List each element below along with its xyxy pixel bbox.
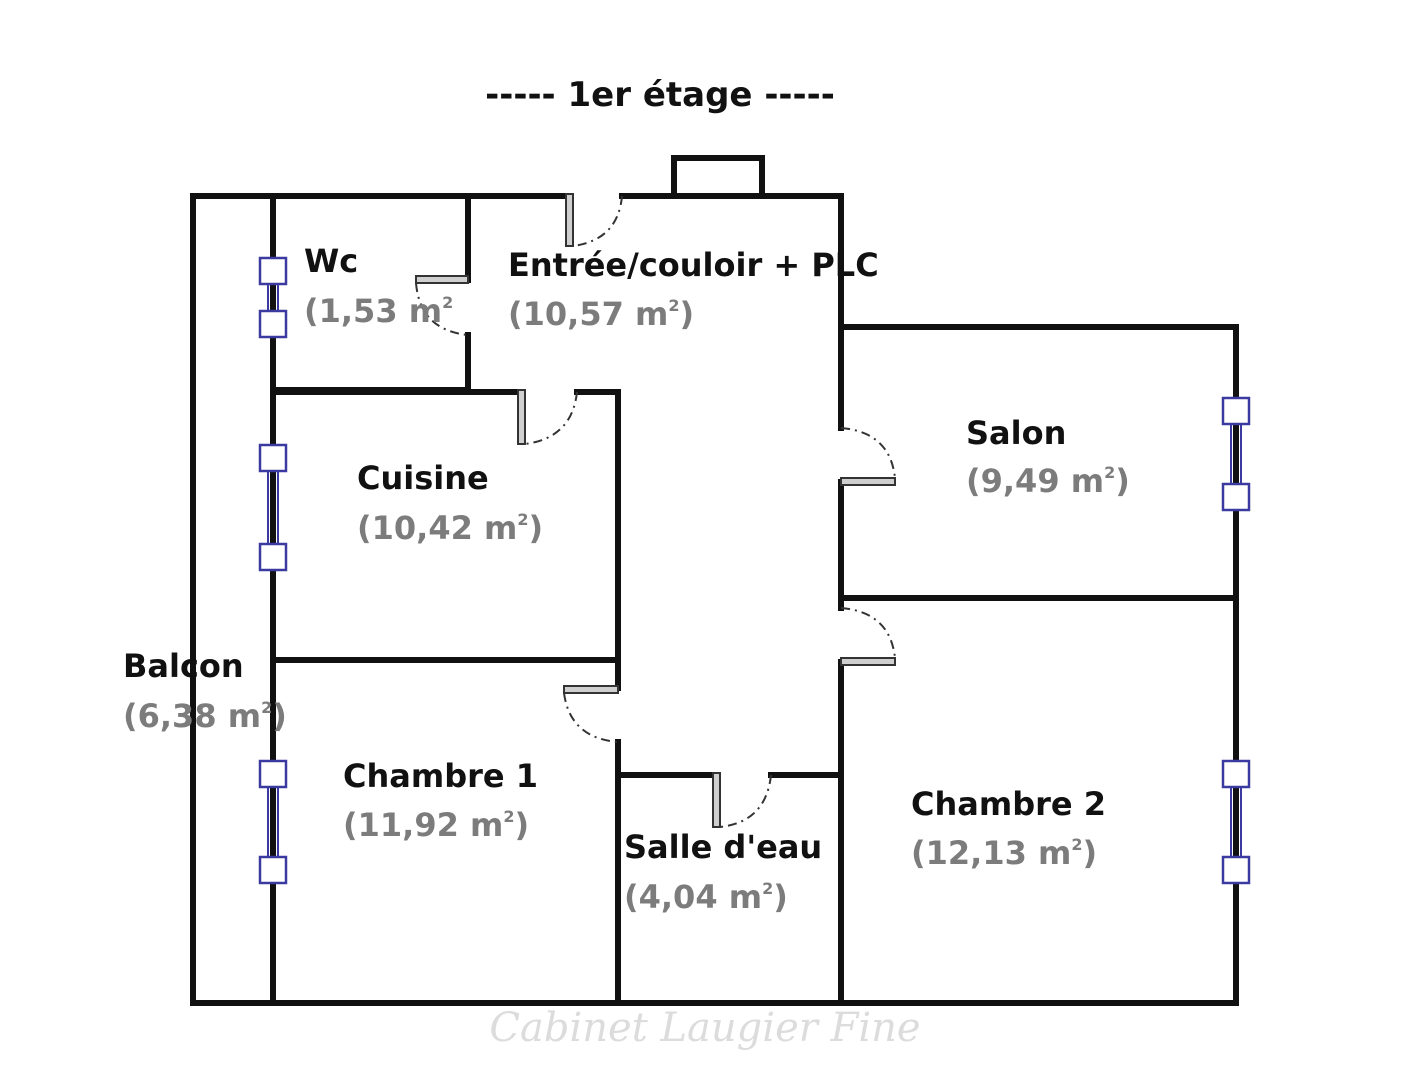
outer-wall-top-right bbox=[619, 193, 844, 431]
svg-text:Balcon: Balcon bbox=[123, 647, 244, 685]
door-salle-eau bbox=[712, 772, 772, 828]
chimney bbox=[671, 155, 765, 199]
room-label-entree: Entrée/couloir + PLC (10,57 m2) bbox=[508, 246, 879, 333]
svg-text:Entrée/couloir + PLC: Entrée/couloir + PLC bbox=[508, 246, 879, 284]
svg-text:(12,13 m2): (12,13 m2) bbox=[911, 834, 1097, 872]
svg-text:Chambre 1: Chambre 1 bbox=[343, 757, 538, 795]
window-salon bbox=[1221, 396, 1251, 512]
floor-title: ----- 1er étage ----- bbox=[485, 75, 835, 115]
watermark: Cabinet Laugier Fine bbox=[489, 1005, 920, 1051]
svg-text:(4,04 m2): (4,04 m2) bbox=[624, 878, 788, 916]
room-label-salon: Salon (9,49 m2) bbox=[966, 414, 1130, 500]
svg-text:Chambre 2: Chambre 2 bbox=[911, 785, 1106, 823]
outer-wall-left-block bbox=[190, 193, 571, 1006]
svg-text:(9,49 m2): (9,49 m2) bbox=[966, 462, 1130, 500]
svg-text:(6,38 m2): (6,38 m2) bbox=[123, 697, 287, 735]
door-chambre2 bbox=[840, 607, 896, 666]
svg-text:(10,57 m2): (10,57 m2) bbox=[508, 295, 694, 333]
window-cuisine bbox=[258, 443, 288, 572]
room-label-cuisine: Cuisine (10,42 m2) bbox=[357, 459, 543, 547]
window-wc bbox=[258, 256, 288, 339]
svg-text:(10,42 m2): (10,42 m2) bbox=[357, 509, 543, 547]
room-label-wc: Wc (1,53 m2 bbox=[304, 242, 453, 330]
door-chambre1 bbox=[563, 685, 619, 743]
svg-text:Salon: Salon bbox=[966, 414, 1066, 452]
room-label-salle-eau: Salle d'eau (4,04 m2) bbox=[624, 828, 822, 916]
window-chambre2 bbox=[1221, 759, 1251, 885]
svg-text:(1,53 m2: (1,53 m2 bbox=[304, 292, 453, 330]
window-chambre1 bbox=[258, 759, 288, 885]
svg-text:Salle d'eau: Salle d'eau bbox=[624, 828, 822, 866]
door-cuisine bbox=[517, 389, 578, 445]
door-entry bbox=[565, 193, 623, 247]
door-salon bbox=[840, 427, 896, 486]
svg-text:Cuisine: Cuisine bbox=[357, 459, 489, 497]
cuisine-wall-top-right bbox=[574, 389, 621, 691]
room-label-balcon: Balcon (6,38 m2) bbox=[123, 647, 287, 735]
room-label-chambre1: Chambre 1 (11,92 m2) bbox=[343, 757, 538, 844]
svg-text:(11,92 m2): (11,92 m2) bbox=[343, 806, 529, 844]
salon-outer-wall bbox=[190, 324, 1239, 1006]
door-wc bbox=[415, 275, 469, 336]
svg-text:Wc: Wc bbox=[304, 242, 358, 280]
room-label-chambre2: Chambre 2 (12,13 m2) bbox=[911, 785, 1106, 872]
